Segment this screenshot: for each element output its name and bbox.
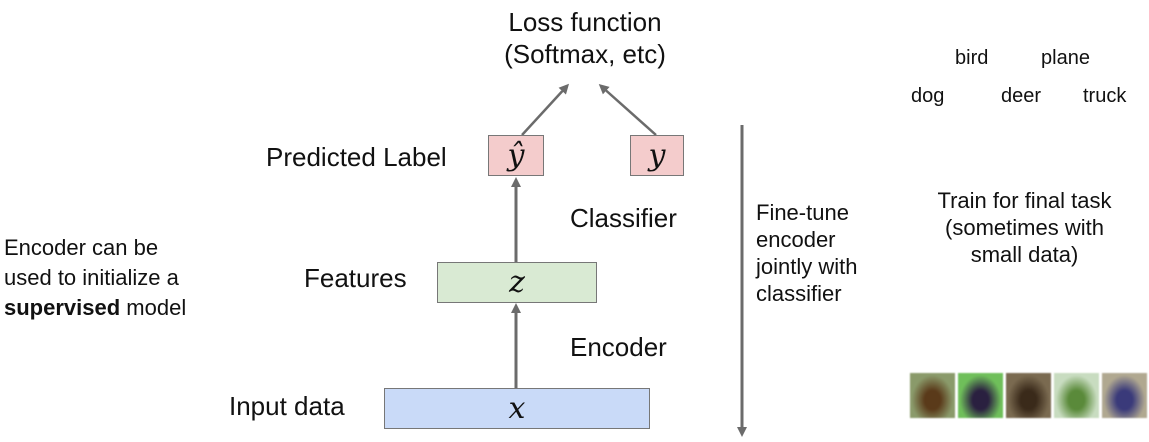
left-note-line3: supervised model (4, 293, 186, 323)
left-note-line2: used to initialize a (4, 265, 179, 290)
thumbnail-bird (958, 373, 1003, 418)
true-label-box: y (630, 135, 684, 176)
arrow-target-to-loss (598, 84, 657, 136)
class-label-dog: dog (911, 85, 945, 107)
task-line2: (sometimes with (945, 215, 1104, 240)
thumbnail-plane (1054, 373, 1099, 418)
left-note-line1: Encoder can be (4, 235, 159, 260)
thumbnail-dog (910, 373, 955, 418)
thumbnail-truck (1102, 373, 1147, 418)
features-box: z (437, 262, 597, 303)
arrow-prediction-to-loss (521, 83, 570, 136)
task-note: Train for final task (sometimes with sma… (900, 187, 1149, 268)
class-label-truck: truck (1083, 85, 1127, 107)
left-note: Encoder can be used to initialize a supe… (4, 233, 186, 323)
sample-images (910, 373, 1147, 418)
loss-subtitle: (Softmax, etc) (504, 39, 666, 69)
y-hat-symbol: ŷ (507, 138, 525, 173)
model-text: model (120, 295, 187, 320)
input-box: x (384, 388, 650, 429)
task-line3: small data) (970, 242, 1079, 267)
loss-title: Loss function (508, 7, 662, 37)
loss-function-label: Loss function (Softmax, etc) (460, 6, 710, 70)
y-symbol: y (648, 138, 666, 173)
z-symbol: z (509, 265, 525, 300)
finetune-line2: encoder (756, 227, 836, 252)
thumbnail-deer (1006, 373, 1051, 418)
input-data-label: Input data (229, 391, 345, 421)
class-label-deer: deer (1001, 85, 1042, 107)
task-line1: Train for final task (937, 188, 1112, 213)
classifier-label: Classifier (570, 203, 677, 233)
features-label: Features (304, 263, 407, 293)
class-label-plane: plane (1041, 47, 1090, 69)
supervised-text: supervised (4, 295, 121, 320)
encoder-label: Encoder (570, 332, 667, 362)
finetune-line1: Fine-tune (756, 200, 849, 225)
class-label-bird: bird (955, 47, 989, 69)
finetune-line4: classifier (756, 281, 842, 306)
predicted-label-text: Predicted Label (266, 142, 447, 172)
finetune-line3: jointly with (756, 254, 858, 279)
x-symbol: x (508, 391, 526, 426)
predicted-label-box: ŷ (488, 135, 544, 176)
finetune-note: Fine-tune encoder jointly with classifie… (756, 199, 857, 307)
